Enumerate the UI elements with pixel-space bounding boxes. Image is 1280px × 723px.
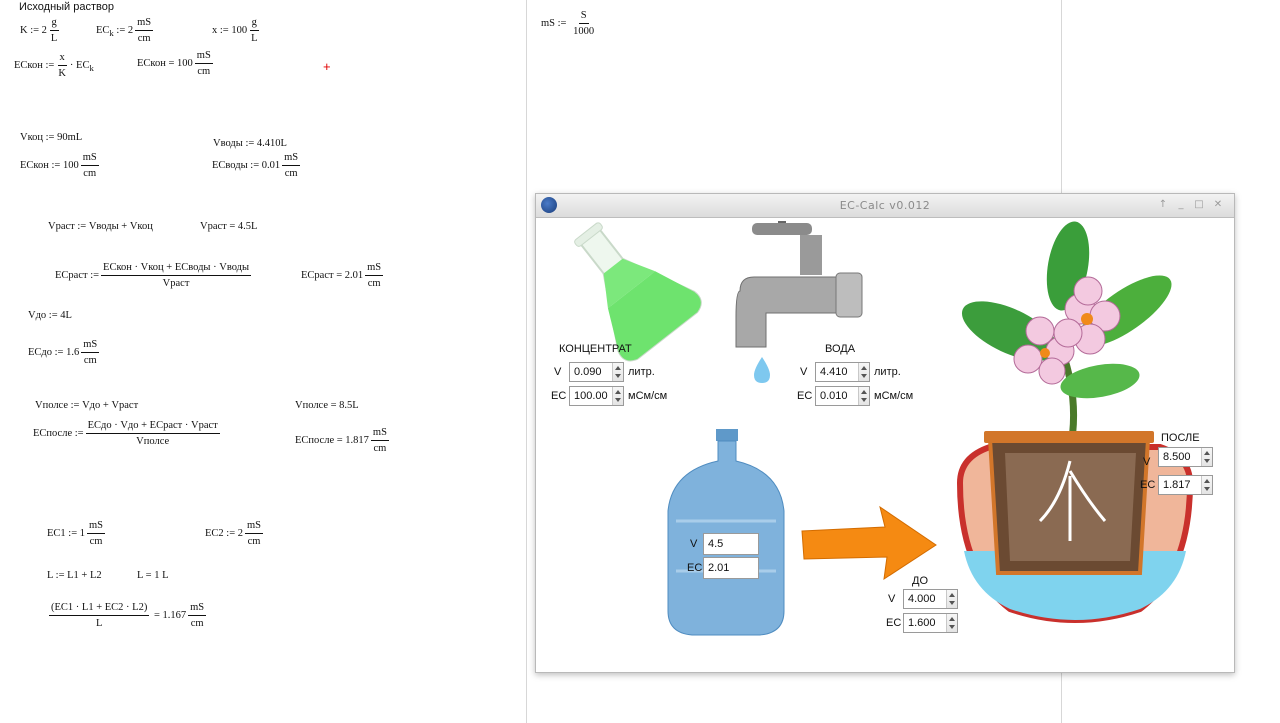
- worksheet-header: Исходный раствор: [19, 1, 114, 13]
- calculator-panel: КОНЦЕНТРАТ V литр. EC мСм/см ВОДА V литр…: [540, 221, 1228, 666]
- plant-pot-icon: [956, 431, 1194, 623]
- before-ec-input[interactable]: [904, 614, 948, 632]
- Vposle-evaluation[interactable]: Vполсе = 8.5L: [295, 400, 359, 411]
- solution-volume-input[interactable]: [704, 534, 758, 554]
- arrow-icon: [801, 505, 937, 581]
- solution-ec-input[interactable]: [704, 558, 758, 578]
- L-evaluation[interactable]: L = 1 L: [137, 570, 169, 581]
- L-definition[interactable]: L := L1 + L2: [47, 570, 102, 581]
- keep-above-button[interactable]: ↑: [1158, 199, 1168, 210]
- after-ec-label: EC: [1140, 479, 1156, 491]
- before-volume-spinbox[interactable]: [903, 589, 958, 609]
- app-icon[interactable]: [541, 197, 557, 213]
- water-volume-input[interactable]: [816, 363, 860, 381]
- water-v-label: V: [800, 366, 808, 378]
- minimize-button[interactable]: _: [1178, 199, 1184, 210]
- before-title: ДО: [912, 575, 929, 587]
- maximize-button[interactable]: □: [1194, 199, 1204, 210]
- after-volume-stepper[interactable]: [1201, 448, 1212, 466]
- insertion-cursor: +: [323, 59, 331, 74]
- before-v-label: V: [888, 593, 896, 605]
- Vposle-definition[interactable]: Vполсе := Vдо + Vраст: [35, 400, 139, 411]
- after-title: ПОСЛЕ: [1161, 432, 1200, 444]
- concentrate-ec-stepper[interactable]: [612, 387, 623, 405]
- after-volume-spinbox[interactable]: [1158, 447, 1213, 467]
- illustration-layer: [574, 221, 1194, 636]
- concentrate-volume-input[interactable]: [570, 363, 614, 381]
- solution-ec-label: EC: [687, 562, 703, 574]
- after-ec-input[interactable]: [1159, 476, 1203, 494]
- water-volume-stepper[interactable]: [858, 363, 869, 381]
- window-titlebar[interactable]: EC-Calc v0.012 ↑ _ □ ✕: [536, 194, 1234, 218]
- concentrate-ec-input[interactable]: [570, 387, 614, 405]
- solution-v-label: V: [690, 538, 698, 550]
- water-ec-stepper[interactable]: [858, 387, 869, 405]
- water-ec-label: EC: [797, 390, 813, 402]
- before-ec-label: EC: [886, 617, 902, 629]
- after-ec-stepper[interactable]: [1201, 476, 1212, 494]
- before-volume-stepper[interactable]: [946, 590, 957, 608]
- flask-icon: [574, 222, 702, 362]
- plant-icon: [961, 221, 1172, 452]
- before-volume-input[interactable]: [904, 590, 948, 608]
- water-volume-spinbox[interactable]: [815, 362, 870, 382]
- concentrate-ec-label: EC: [551, 390, 567, 402]
- concentrate-volume-stepper[interactable]: [612, 363, 623, 381]
- concentrate-title: КОНЦЕНТРАТ: [559, 343, 632, 355]
- solution-ec-field[interactable]: [703, 557, 759, 579]
- water-title: ВОДА: [825, 343, 856, 355]
- water-ec-spinbox[interactable]: [815, 386, 870, 406]
- before-ec-stepper[interactable]: [946, 614, 957, 632]
- water-ec-input[interactable]: [816, 387, 860, 405]
- solution-volume-field[interactable]: [703, 533, 759, 555]
- Vdo-definition[interactable]: Vдо := 4L: [28, 310, 72, 321]
- after-v-label: V: [1143, 456, 1151, 468]
- ec-calc-window[interactable]: EC-Calc v0.012 ↑ _ □ ✕: [535, 193, 1235, 673]
- Vkoc-definition[interactable]: Vкоц := 90mL: [20, 132, 83, 143]
- before-ec-spinbox[interactable]: [903, 613, 958, 633]
- water-v-unit: литр.: [874, 366, 901, 378]
- close-button[interactable]: ✕: [1213, 199, 1223, 210]
- Vvody-definition[interactable]: Vводы := 4.410L: [213, 138, 287, 149]
- water-ec-unit: мСм/см: [874, 390, 914, 402]
- concentrate-v-label: V: [554, 366, 562, 378]
- concentrate-v-unit: литр.: [628, 366, 655, 378]
- concentrate-volume-spinbox[interactable]: [569, 362, 624, 382]
- after-volume-input[interactable]: [1159, 448, 1203, 466]
- window-title: EC-Calc v0.012: [839, 199, 931, 212]
- Vrast-evaluation[interactable]: Vраст = 4.5L: [200, 221, 258, 232]
- Vrast-definition[interactable]: Vраст := Vводы + Vкоц: [48, 221, 153, 232]
- water-bottle-icon: [667, 429, 785, 636]
- page-divider: [526, 0, 527, 723]
- water-tap-icon: [735, 221, 863, 383]
- concentrate-ec-unit: мСм/см: [628, 390, 668, 402]
- after-ec-spinbox[interactable]: [1158, 475, 1213, 495]
- concentrate-ec-spinbox[interactable]: [569, 386, 624, 406]
